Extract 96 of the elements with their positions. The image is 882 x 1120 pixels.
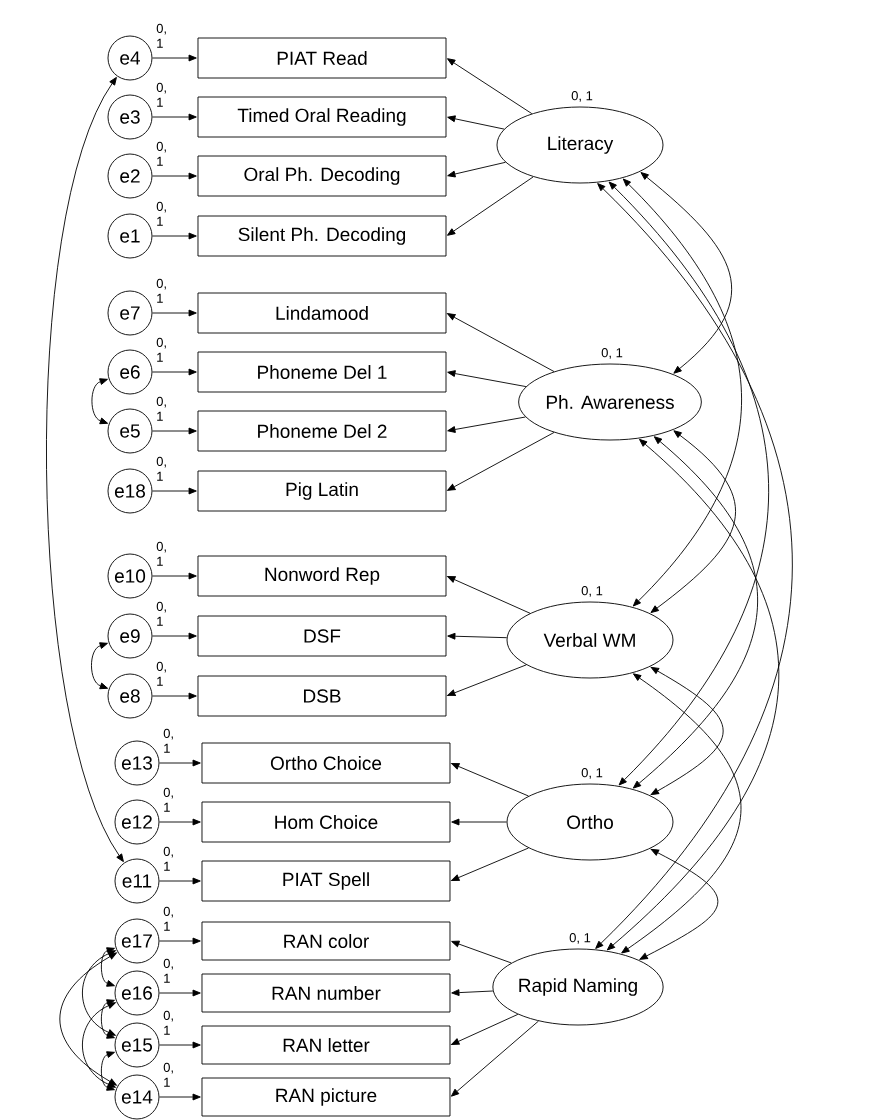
covariance-arrow [650, 430, 736, 613]
variable-box: Hom Choice [201, 801, 451, 843]
covariance-arrow [59, 952, 117, 1086]
arrow [159, 818, 201, 826]
arrow [447, 416, 526, 433]
covariance-arrow [650, 666, 724, 796]
covariance-arrow [100, 1051, 115, 1091]
variable-box: RAN color [201, 921, 451, 961]
variable-box: PIAT Spell [201, 860, 451, 902]
parameter-label: 0, 1 [569, 933, 591, 944]
covariance-arrow [606, 438, 779, 951]
arrow [159, 989, 201, 997]
arrow [152, 572, 197, 580]
parameter-label: 0, 1 [163, 846, 173, 871]
arrow [159, 759, 201, 767]
variable-box: RAN picture [201, 1077, 451, 1117]
covariance-arrow [639, 848, 719, 960]
variable-box: Nonword Rep [197, 555, 447, 597]
variable-box: Silent Ph. Decoding [197, 215, 447, 257]
arrow [447, 313, 555, 372]
arrow [450, 1020, 539, 1097]
covariance-arrow [622, 178, 742, 607]
parameter-label: 0, 1 [156, 337, 166, 362]
covariance-arrow [46, 76, 124, 863]
parameter-label: 0, 1 [156, 661, 166, 686]
arrow [152, 487, 197, 495]
parameter-label: 0, 1 [163, 906, 173, 931]
parameter-label: 0, 1 [163, 787, 173, 812]
covariance-arrow [100, 947, 115, 987]
parameter-label: 0, 1 [581, 586, 603, 597]
covariance-arrow [621, 673, 742, 954]
variable-box: PIAT Read [197, 37, 447, 79]
arrow [159, 1041, 201, 1049]
arrow [447, 664, 527, 697]
arrow [152, 113, 197, 121]
arrow [152, 692, 197, 700]
covariance-arrow [81, 1002, 116, 1088]
parameter-label: 0, 1 [156, 601, 166, 626]
arrow [451, 818, 507, 826]
covariance-arrow [640, 172, 733, 374]
arrow [152, 54, 197, 62]
arrow [451, 940, 512, 964]
parameter-label: 0, 1 [156, 141, 166, 166]
variable-box: Ortho Choice [201, 742, 451, 784]
parameter-label: 0, 1 [156, 456, 166, 481]
variable-box: Phoneme Del 1 [197, 351, 447, 393]
arrow [152, 232, 197, 240]
covariance-arrow [632, 436, 758, 789]
arrow [152, 427, 197, 435]
arrow [447, 176, 534, 236]
variable-box: DSF [197, 615, 447, 657]
covariance-arrow [608, 181, 770, 786]
variable-box: RAN number [201, 973, 451, 1013]
arrow [159, 877, 201, 885]
arrow [152, 172, 197, 180]
arrow [451, 989, 494, 996]
parameter-label: 0, 1 [156, 396, 166, 421]
covariance-arrow [100, 999, 115, 1039]
parameter-label: 0, 1 [571, 91, 593, 102]
arrow [447, 58, 533, 115]
parameter-label: 0, 1 [163, 728, 173, 753]
arrow [159, 937, 201, 945]
arrow [152, 309, 197, 317]
arrow [451, 847, 529, 881]
variable-box: DSB [197, 675, 447, 717]
arrow [451, 763, 529, 797]
arrow [447, 115, 505, 130]
parameter-label: 0, 1 [163, 958, 173, 983]
arrow [447, 161, 506, 178]
variable-box: Timed Oral Reading [197, 96, 447, 138]
arrow [447, 632, 508, 640]
parameter-label: 0, 1 [156, 82, 166, 107]
variable-box: Lindamood [197, 292, 447, 334]
parameter-label: 0, 1 [156, 23, 166, 48]
parameter-label: 0, 1 [156, 541, 166, 566]
parameter-label: 0, 1 [156, 201, 166, 226]
arrow [447, 370, 527, 388]
arrow [447, 432, 555, 491]
parameter-label: 0, 1 [163, 1062, 173, 1087]
covariance-arrow [91, 378, 109, 425]
parameter-label: 0, 1 [601, 348, 623, 359]
variable-box: RAN letter [201, 1025, 451, 1065]
variable-box: Pig Latin [197, 470, 447, 512]
arrow [152, 632, 197, 640]
parameter-label: 0, 1 [163, 1010, 173, 1035]
arrow [451, 1013, 519, 1045]
covariance-arrow [91, 642, 109, 690]
variable-box: Phoneme Del 2 [197, 410, 447, 452]
parameter-label: 0, 1 [156, 278, 166, 303]
arrow [152, 368, 197, 376]
variable-box: Oral Ph. Decoding [197, 155, 447, 197]
parameter-label: 0, 1 [581, 768, 603, 779]
arrow [447, 576, 531, 614]
covariance-arrow [595, 183, 793, 949]
arrow [159, 1093, 201, 1101]
covariance-arrow [81, 950, 116, 1036]
